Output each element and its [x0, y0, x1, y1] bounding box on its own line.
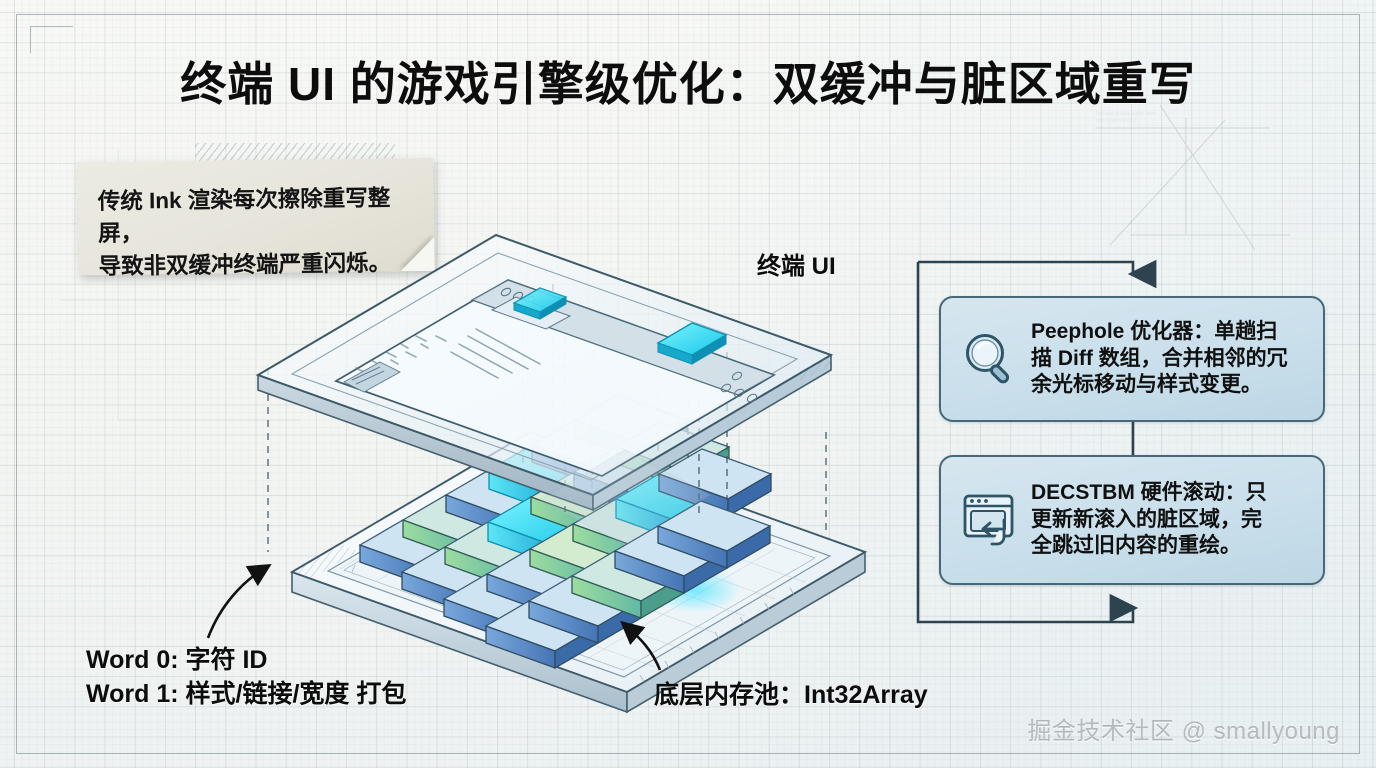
magnifier-icon [953, 321, 1029, 397]
flow-box-decstbm-text: DECSTBM 硬件滚动：只 更新新滚入的脏区域，完 全跳过旧内容的重绘。 [1031, 480, 1267, 558]
plane-reflection [538, 449, 712, 546]
terminal-window [334, 279, 776, 477]
page-title: 终端 UI 的游戏引擎级优化：双缓冲与脏区域重写 [180, 58, 1196, 110]
label-memory-pool: 底层内存池：Int32Array [654, 681, 928, 709]
isometric-diagram [255, 233, 868, 714]
highlighted-ui-cell [656, 322, 728, 365]
frame-corner-mark [30, 26, 73, 53]
watermark: 掘金技术社区 @ smallyoung [1027, 718, 1340, 745]
terminal-ui-glass-plane [255, 233, 834, 512]
label-terminal-ui: 终端 UI [757, 253, 836, 280]
flow-box-decstbm[interactable]: DECSTBM 硬件滚动：只 更新新滚入的脏区域，完 全跳过旧内容的重绘。 [939, 455, 1325, 585]
flow-box-peephole[interactable]: Peephole 优化器：单趟扫 描 Diff 数组，合并相邻的冗 余光标移动与… [939, 296, 1325, 422]
window-scroll-icon [953, 482, 1029, 558]
label-word-layout: Word 0: 字符 ID Word 1: 样式/链接/宽度 打包 [86, 646, 407, 708]
flow-box-peephole-text: Peephole 优化器：单趟扫 描 Diff 数组，合并相邻的冗 余光标移动与… [1031, 319, 1288, 397]
highlighted-ui-cell [512, 287, 568, 320]
